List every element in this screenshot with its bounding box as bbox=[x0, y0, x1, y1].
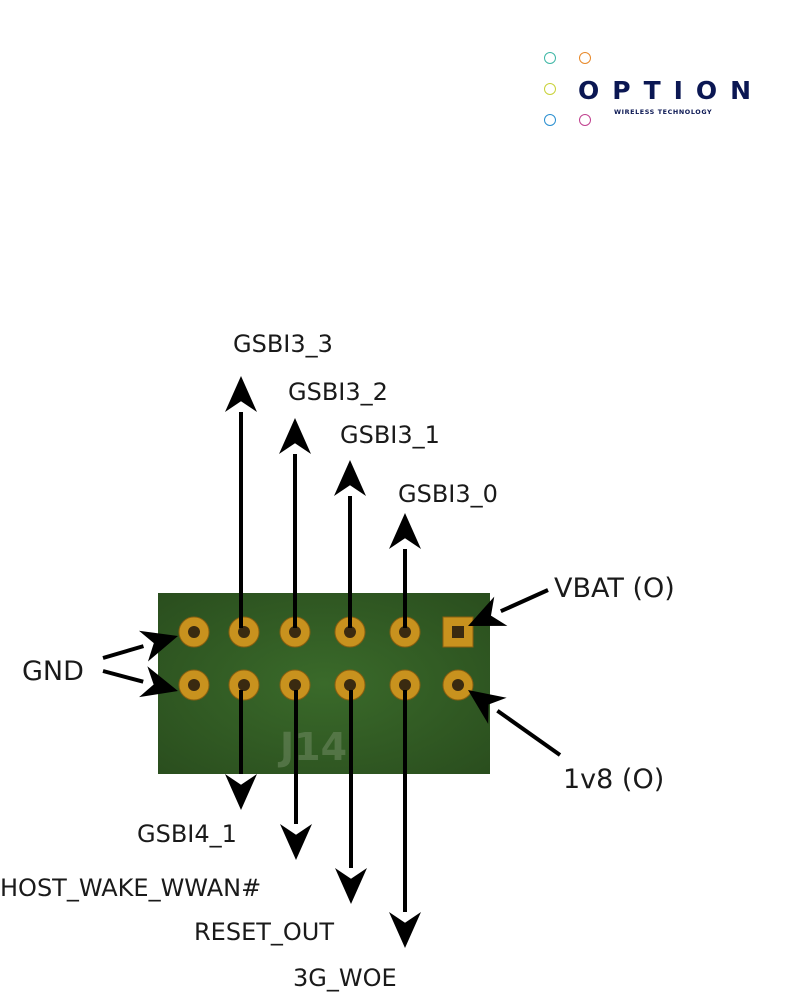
pad-hole bbox=[344, 679, 356, 691]
arrow-shaft bbox=[103, 671, 143, 682]
label-gsbi3-1: GSBI3_1 bbox=[340, 421, 440, 449]
pad-hole bbox=[452, 626, 464, 638]
board-silkscreen: J14 bbox=[277, 725, 347, 769]
pad-hole bbox=[188, 679, 200, 691]
label-vbat: VBAT (O) bbox=[554, 573, 675, 604]
arrow-head bbox=[335, 868, 367, 904]
pad-hole bbox=[289, 679, 301, 691]
pad-hole bbox=[188, 626, 200, 638]
arrow-shaft bbox=[497, 711, 560, 755]
pad-hole bbox=[399, 679, 411, 691]
label-gnd: GND bbox=[22, 656, 84, 687]
arrow-head bbox=[225, 376, 257, 412]
arrow-head bbox=[279, 418, 311, 454]
arrow-shaft bbox=[501, 590, 548, 611]
label-3g-woe: 3G_WOE bbox=[293, 964, 397, 992]
arrow-head bbox=[389, 912, 421, 948]
label-gsbi3-3: GSBI3_3 bbox=[233, 330, 333, 358]
label-reset-out: RESET_OUT bbox=[194, 918, 334, 946]
arrow-head bbox=[334, 460, 366, 496]
arrow-shaft bbox=[103, 646, 143, 658]
arrow-head bbox=[280, 824, 312, 860]
pad-hole bbox=[238, 679, 250, 691]
label-gsbi4-1: GSBI4_1 bbox=[137, 820, 237, 848]
arrow-head bbox=[389, 513, 421, 549]
arrow-head bbox=[225, 774, 257, 810]
label-1v8: 1v8 (O) bbox=[563, 764, 664, 795]
label-host-wake-wwan: HOST_WAKE_WWAN# bbox=[0, 874, 261, 902]
label-gsbi3-0: GSBI3_0 bbox=[398, 480, 498, 508]
arrow-gsbi3-3 bbox=[225, 376, 257, 628]
pad-hole bbox=[452, 679, 464, 691]
label-gsbi3-2: GSBI3_2 bbox=[288, 378, 388, 406]
